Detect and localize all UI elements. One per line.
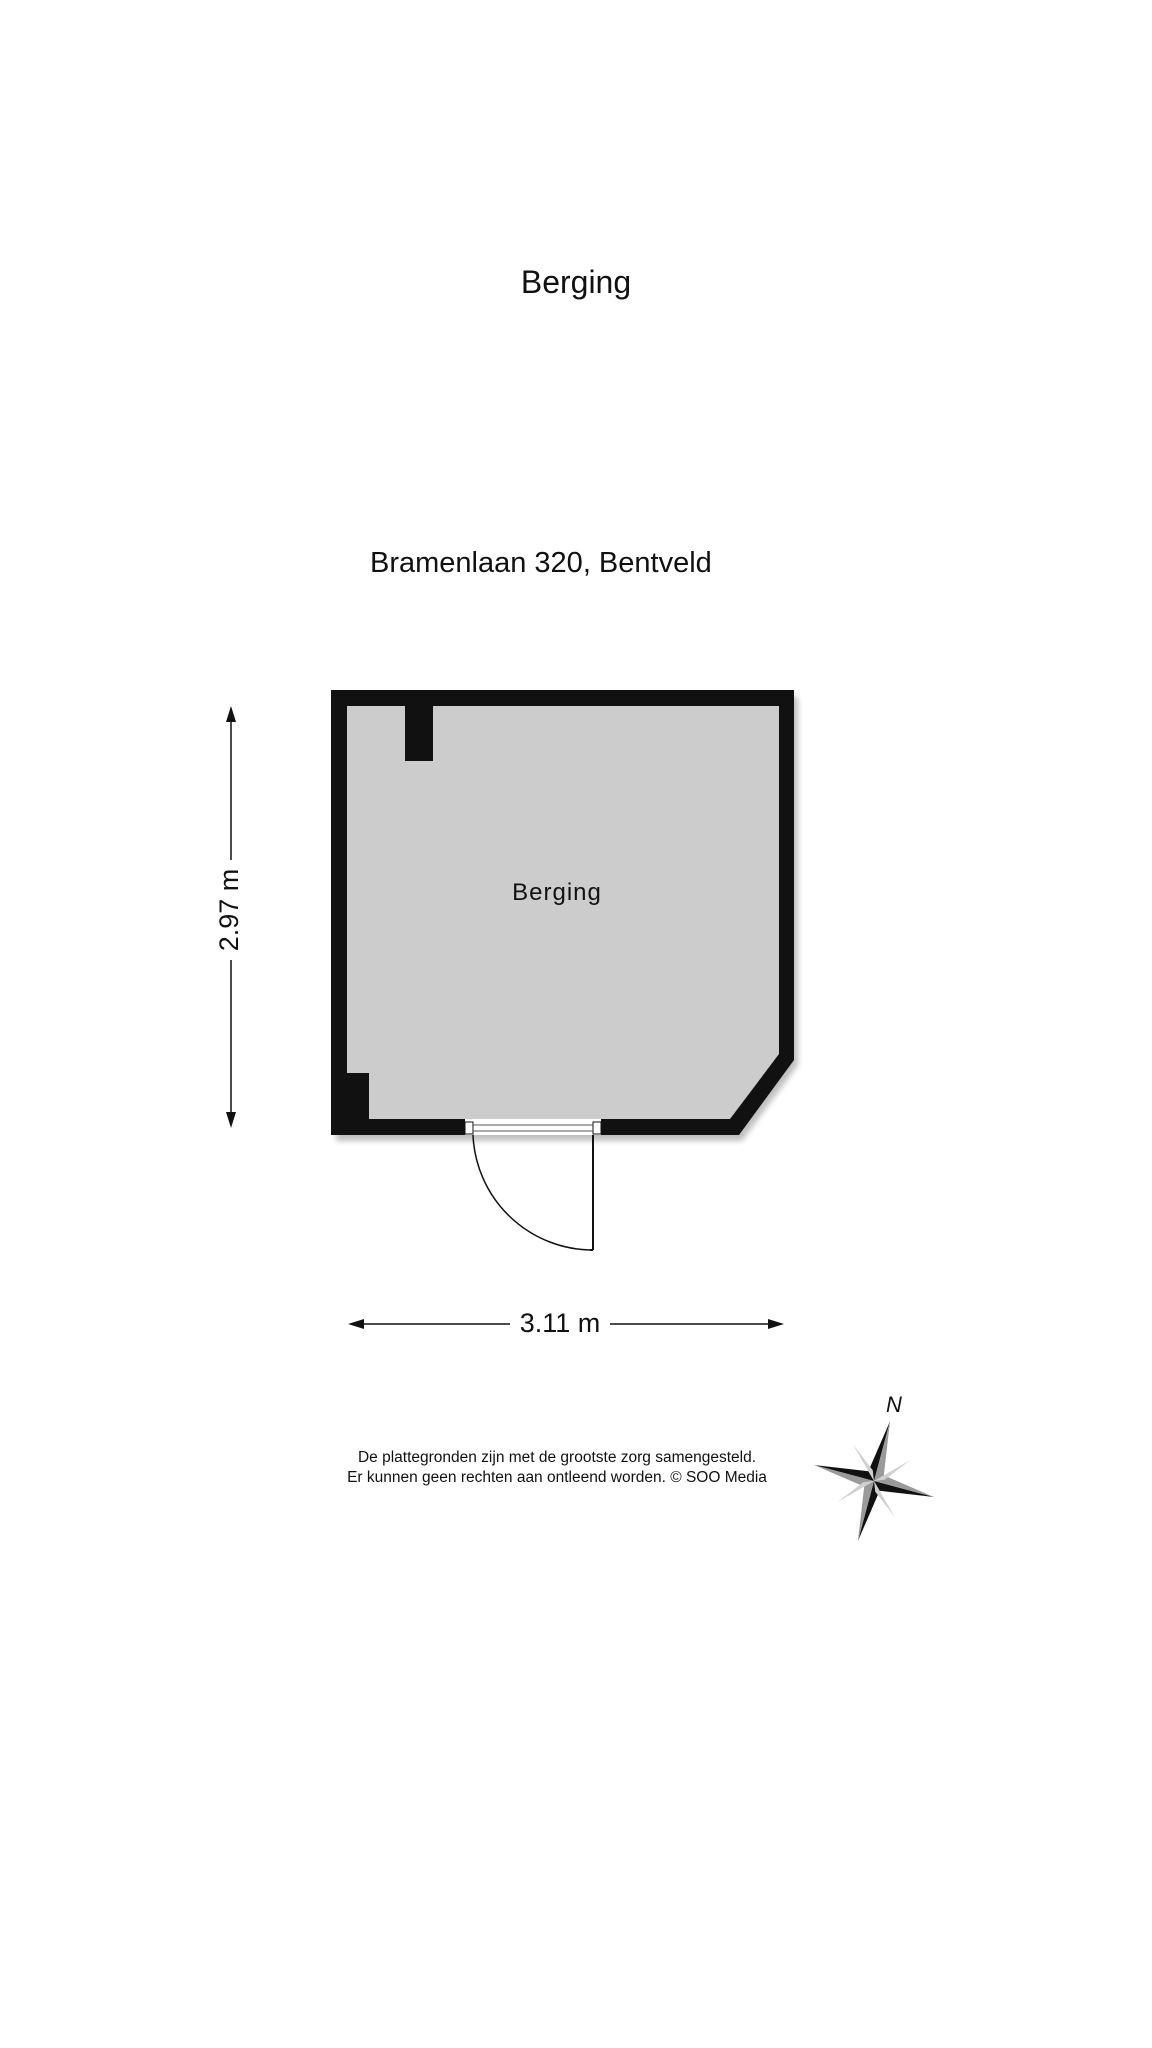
page-title: Berging: [520, 264, 632, 300]
width-dimension-label: 3.11 m: [510, 1306, 610, 1340]
wall-pillar-top: [405, 706, 433, 761]
width-arrow-left: [348, 1319, 364, 1329]
door-jamb-left: [464, 1121, 474, 1135]
door-opening: [465, 1119, 601, 1135]
door-swing-arc: [472, 1134, 594, 1251]
room-floor: [347, 706, 779, 1119]
disclaimer: De plattegronden zijn met de grootste zo…: [300, 1448, 814, 1488]
door-jamb-right: [592, 1121, 602, 1135]
height-dimension-label: 2.97 m: [212, 860, 246, 960]
height-arrow-bottom: [226, 1112, 236, 1128]
width-arrow-right: [768, 1319, 784, 1329]
disclaimer-line-2: Er kunnen geen rechten aan ontleend word…: [347, 1469, 767, 1486]
wall-pillar-bottom: [347, 1073, 369, 1119]
compass-north-label: N: [886, 1392, 902, 1417]
compass-rose-icon: [814, 1421, 934, 1541]
address-label: Bramenlaan 320, Bentveld: [370, 547, 712, 579]
height-arrow-top: [226, 706, 236, 722]
disclaimer-line-1: De plattegronden zijn met de grootste zo…: [357, 1449, 757, 1466]
room-label: Berging: [512, 879, 602, 906]
